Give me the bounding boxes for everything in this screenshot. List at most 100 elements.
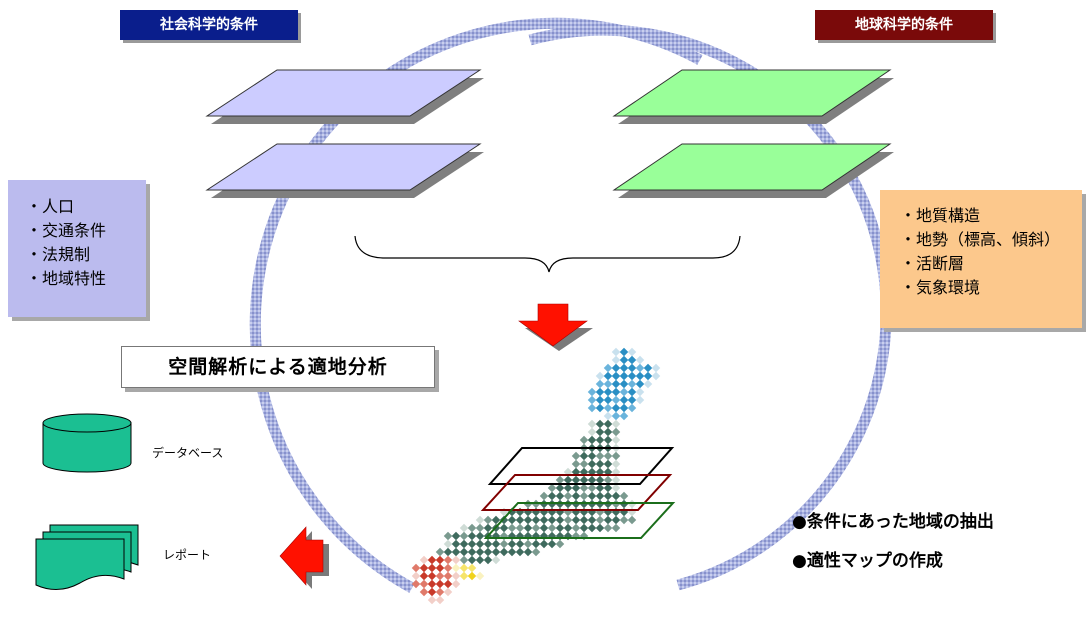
earth-factor-item: 気象環境 [900, 276, 1082, 300]
map-dot [603, 483, 613, 493]
map-dot [515, 547, 525, 557]
map-dot [611, 451, 621, 461]
map-dot [611, 387, 621, 397]
map-dot [571, 459, 581, 469]
map-dot [579, 491, 589, 501]
map-dot [539, 523, 549, 533]
map-dot [435, 547, 445, 557]
map-dot [595, 491, 605, 501]
map-dot [611, 435, 621, 445]
map-dot [579, 451, 589, 461]
map-dot [579, 523, 589, 533]
map-dot [587, 459, 597, 469]
earth-layer-bottom [612, 143, 892, 191]
map-dot [459, 563, 469, 573]
report-label: レポート [163, 548, 212, 562]
map-dot [635, 395, 645, 405]
map-dot [579, 515, 589, 525]
earth-layers [612, 69, 894, 198]
map-dot [627, 379, 637, 389]
map-dot [555, 523, 565, 533]
map-dot [643, 363, 653, 373]
map-dot [571, 523, 581, 533]
map-dot [611, 483, 621, 493]
map-dot [531, 547, 541, 557]
map-dot [595, 379, 605, 389]
map-dot [515, 515, 525, 525]
map-dot [619, 395, 629, 405]
map-dot [611, 515, 621, 525]
social-factor-item: 法規制 [26, 243, 146, 267]
social-factors-panel: 人口 交通条件 法規制 地域特性 [8, 180, 146, 317]
map-dot [587, 435, 597, 445]
map-dot [611, 371, 621, 381]
map-dot [587, 427, 597, 437]
map-dot [483, 547, 493, 557]
database-label: データベース [152, 446, 224, 460]
map-dot [499, 523, 509, 533]
map-dot [523, 515, 533, 525]
map-dot [523, 539, 533, 549]
report-icon [35, 524, 139, 590]
map-dot [571, 515, 581, 525]
map-dot [467, 563, 477, 573]
map-dot [611, 491, 621, 501]
map-dot [619, 355, 629, 365]
map-dot [411, 563, 421, 573]
map-dot [507, 547, 517, 557]
map-dot [603, 411, 613, 421]
map-dot [491, 539, 501, 549]
map-dot [611, 403, 621, 413]
map-dot [435, 555, 445, 565]
map-dot [467, 539, 477, 549]
map-dot [483, 515, 493, 525]
map-dot [595, 515, 605, 525]
map-dot [595, 371, 605, 381]
map-dot [611, 395, 621, 405]
map-dot [531, 539, 541, 549]
map-dot [499, 539, 509, 549]
map-dot [451, 571, 461, 581]
map-dot [427, 579, 437, 589]
down-arrow [518, 303, 593, 351]
map-dot [483, 539, 493, 549]
map-dot [611, 459, 621, 469]
map-dot [627, 363, 637, 373]
map-dot [451, 531, 461, 541]
map-dot [531, 523, 541, 533]
map-dot [451, 539, 461, 549]
map-dot [579, 483, 589, 493]
map-dot [475, 523, 485, 533]
map-dot [603, 387, 613, 397]
map-dot [555, 515, 565, 525]
map-dot [419, 579, 429, 589]
map-dot [619, 347, 629, 357]
map-dot [627, 515, 637, 525]
map-dot [539, 491, 549, 501]
map-dot [427, 587, 437, 597]
map-dot [419, 587, 429, 597]
map-dot [507, 539, 517, 549]
map-dot [467, 531, 477, 541]
map-dot [451, 579, 461, 589]
map-dot [611, 379, 621, 389]
map-dot [611, 411, 621, 421]
overlay-layer-darkred [480, 474, 673, 511]
map-dot [611, 475, 621, 485]
map-dot [619, 379, 629, 389]
map-dot [619, 515, 629, 525]
map-dot [515, 539, 525, 549]
map-dot [587, 403, 597, 413]
map-overlay-layers [480, 447, 676, 539]
map-dot [547, 483, 557, 493]
map-dot [587, 483, 597, 493]
map-dot [499, 515, 509, 525]
map-dot [611, 523, 621, 533]
map-dot [459, 531, 469, 541]
map-dot [595, 459, 605, 469]
map-dot [635, 363, 645, 373]
map-dot [443, 579, 453, 589]
map-dot [563, 515, 573, 525]
map-dot [467, 547, 477, 557]
